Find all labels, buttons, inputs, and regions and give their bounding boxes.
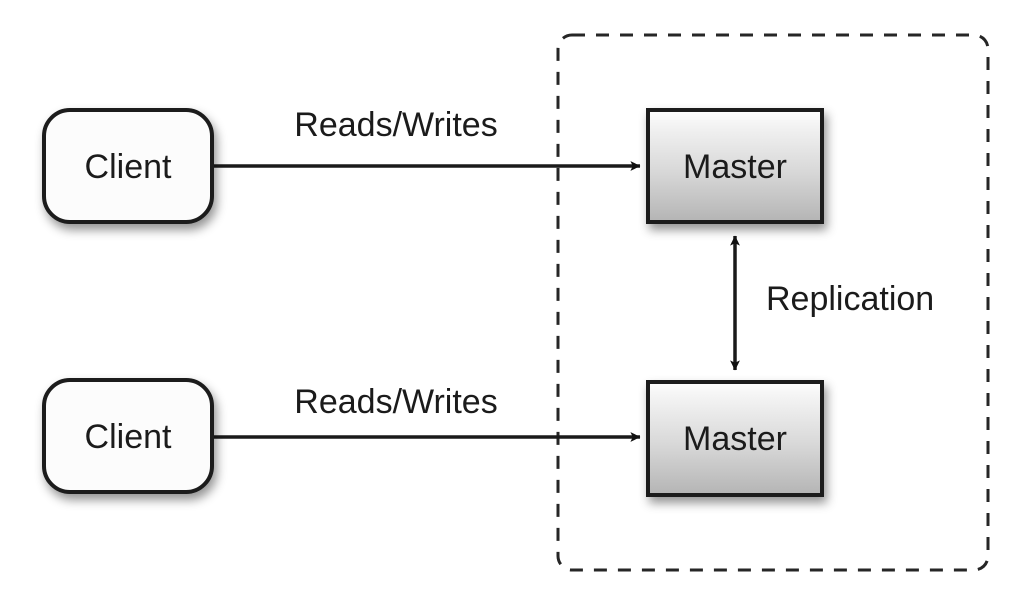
node-client-top[interactable]: Client — [42, 108, 214, 224]
client-bottom-shape — [42, 378, 214, 494]
node-master-top[interactable]: Master — [646, 108, 824, 224]
cluster-boundary — [556, 33, 990, 572]
master-top-shape — [646, 108, 824, 224]
node-master-bottom[interactable]: Master — [646, 380, 824, 497]
node-client-bottom[interactable]: Client — [42, 378, 214, 494]
client-top-shape — [42, 108, 214, 224]
edge-label-replication: Replication — [766, 280, 934, 318]
master-bottom-shape — [646, 380, 824, 497]
edge-label-reads-writes-top: Reads/Writes — [294, 106, 497, 144]
edge-label-reads-writes-bottom: Reads/Writes — [294, 383, 497, 421]
master-top-label: Master — [683, 148, 787, 186]
client-top-label: Client — [85, 148, 172, 186]
master-bottom-label: Master — [683, 420, 787, 458]
client-bottom-label: Client — [85, 418, 172, 456]
